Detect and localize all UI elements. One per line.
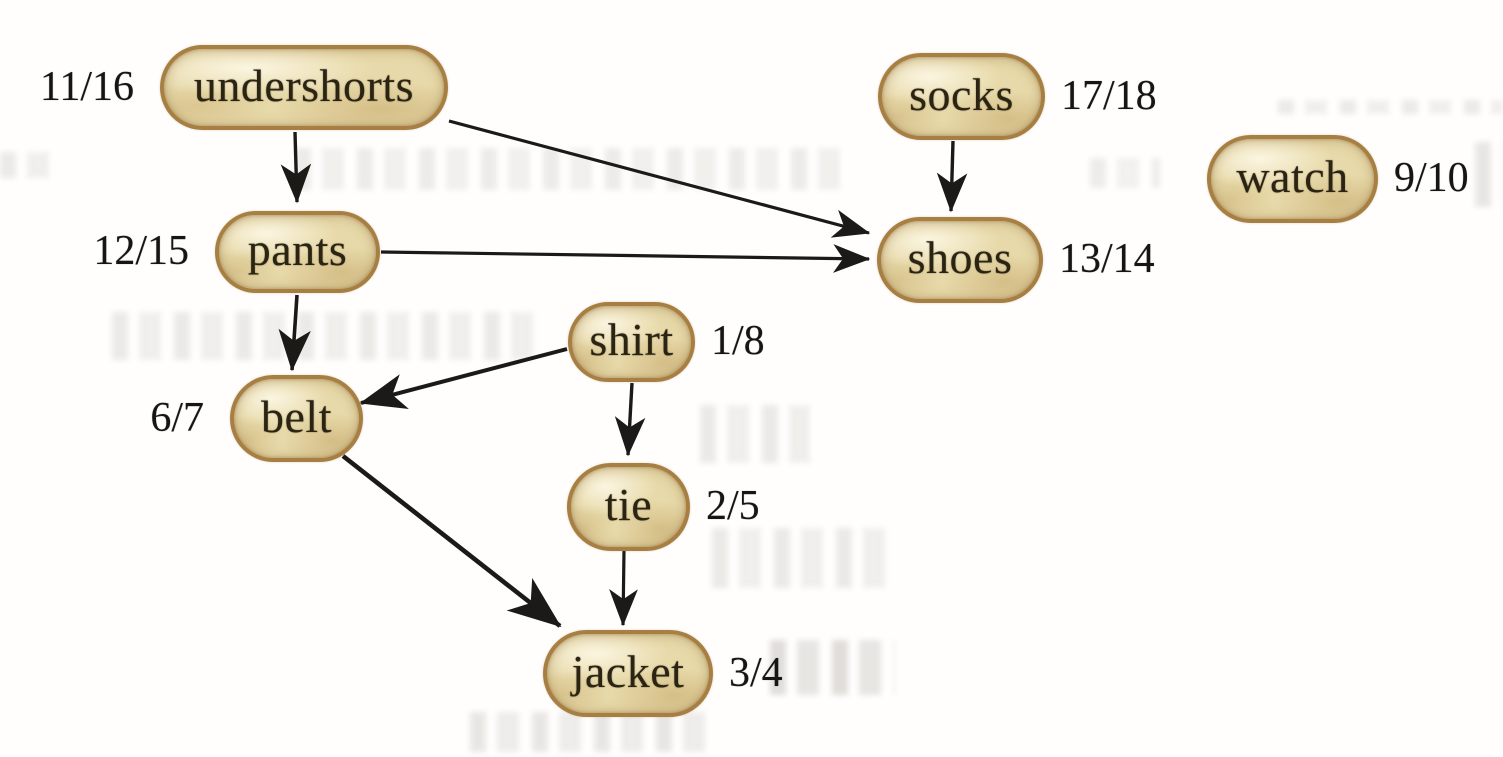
edge-socks-to-shoes [936, 140, 968, 213]
node-pill-belt: belt [230, 375, 363, 462]
times-label-pants: 12/15 [93, 228, 189, 275]
times-label-undershorts: 11/16 [39, 63, 134, 110]
node-tie: tie 2/5 [567, 463, 760, 551]
node-socks: socks 17/18 [878, 53, 1157, 140]
node-pill-undershorts: undershorts [160, 45, 448, 130]
edge-shirt-to-tie [614, 382, 646, 457]
node-pants: pants 12/15 [93, 211, 380, 293]
times-label-tie: 2/5 [706, 483, 760, 530]
edge-belt-to-jacket [341, 454, 562, 628]
edge-pants-to-shoes [380, 244, 871, 273]
node-label-shoes: shoes [907, 232, 1013, 283]
node-shirt: shirt 1/8 [568, 302, 765, 382]
node-label-watch: watch [1236, 151, 1349, 202]
node-label-tie: tie [604, 479, 653, 530]
node-label-socks: socks [909, 68, 1014, 120]
bleed-through-smudge [0, 152, 55, 178]
bleed-through-smudge [470, 712, 710, 752]
bleed-through-smudge [1090, 158, 1160, 188]
node-belt: belt 6/7 [150, 375, 363, 462]
node-label-belt: belt [261, 390, 332, 442]
bleed-through-smudge [295, 148, 850, 190]
bleed-through-smudge [770, 640, 895, 695]
bleed-through-smudge [112, 312, 542, 360]
times-label-jacket: 3/4 [729, 649, 783, 696]
times-label-watch: 9/10 [1394, 155, 1469, 202]
edge-undershorts-to-pants [280, 131, 312, 204]
node-pill-pants: pants [215, 211, 380, 293]
node-pill-watch: watch [1207, 135, 1378, 223]
node-label-undershorts: undershorts [193, 59, 415, 111]
node-pill-jacket: jacket [543, 630, 713, 717]
times-label-belt: 6/7 [150, 394, 204, 441]
node-pill-socks: socks [878, 53, 1045, 140]
bleed-through-smudge [712, 528, 892, 588]
node-watch: watch 9/10 [1207, 135, 1469, 223]
node-label-shirt: shirt [589, 314, 674, 365]
times-label-shirt: 1/8 [711, 318, 765, 365]
node-undershorts: undershorts 11/16 [40, 45, 448, 130]
edge-pants-to-belt [278, 294, 311, 372]
edge-tie-to-jacket [609, 549, 638, 627]
times-label-shoes: 13/14 [1059, 236, 1155, 283]
bleed-through-smudge [700, 405, 810, 463]
node-pill-tie: tie [567, 463, 690, 551]
node-pill-shoes: shoes [877, 217, 1043, 303]
times-label-socks: 17/18 [1061, 72, 1157, 119]
node-label-pants: pants [247, 224, 348, 275]
node-pill-shirt: shirt [568, 302, 695, 382]
node-label-jacket: jacket [571, 645, 685, 697]
node-jacket: jacket 3/4 [543, 630, 783, 717]
edge-undershorts-to-shoes [448, 119, 871, 238]
node-shoes: shoes 13/14 [877, 217, 1155, 303]
bleed-through-smudge [1475, 142, 1503, 207]
bleed-through-smudge [1278, 100, 1503, 114]
edge-shirt-to-belt [359, 347, 568, 410]
